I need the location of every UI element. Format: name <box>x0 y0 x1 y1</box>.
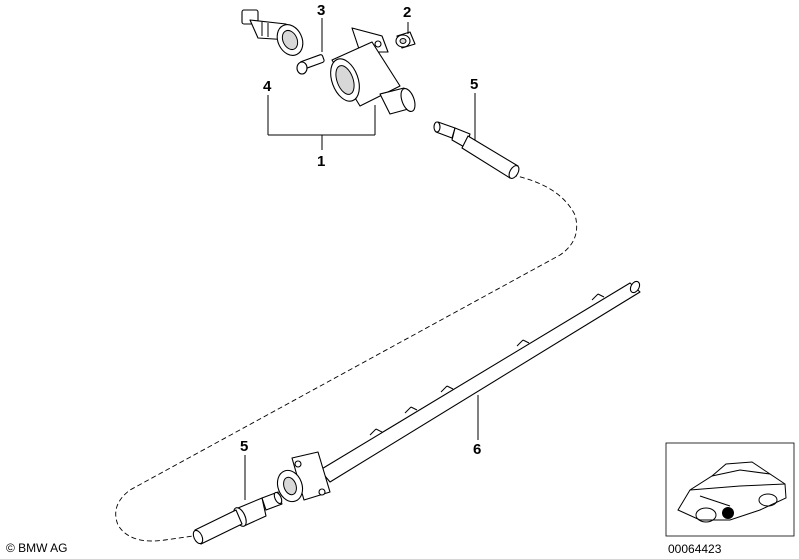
housing-body <box>330 27 416 115</box>
cable-route-dashed <box>115 174 578 542</box>
part-2-grommet <box>395 31 416 49</box>
diagram-number: 00064423 <box>668 542 722 556</box>
car-outline-icon <box>677 461 787 523</box>
part-5-bottom-cable-end <box>192 491 283 545</box>
part-3-screw <box>296 54 325 75</box>
callout-1: 1 <box>317 153 325 170</box>
bottom-connector <box>276 451 331 503</box>
callout-2: 2 <box>403 4 411 21</box>
copyright-text: © BMW AG <box>6 541 68 555</box>
part-5-top-cable-end <box>433 121 520 179</box>
part-6-cable-tube <box>319 280 641 483</box>
vehicle-location-thumbnail <box>665 442 795 537</box>
location-marker-icon <box>722 507 734 519</box>
part-4-bulb-holder <box>241 9 304 56</box>
callout-6: 6 <box>473 441 481 458</box>
callout-5-bottom: 5 <box>240 438 248 455</box>
callout-4: 4 <box>263 78 272 95</box>
callout-3: 3 <box>317 2 325 19</box>
callout-5-top: 5 <box>470 76 478 93</box>
leader-lines <box>244 18 479 500</box>
